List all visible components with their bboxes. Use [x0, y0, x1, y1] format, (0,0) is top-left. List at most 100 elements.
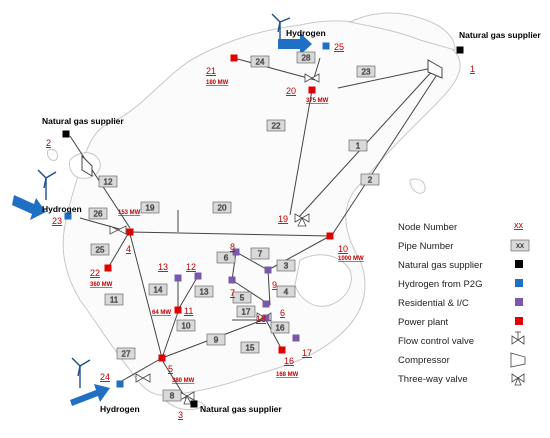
node-marker-12 [194, 272, 202, 280]
node-marker-7 [228, 276, 236, 284]
pipe-line-11 [129, 233, 163, 359]
node-number-6: 6 [280, 308, 285, 318]
legend-sample: xx [514, 220, 524, 230]
pipe-line-22 [289, 89, 313, 216]
node-number-9: 9 [272, 280, 277, 290]
ng-supplier-2-label: Natural gas supplier [42, 116, 124, 126]
node-capacity-20: 375 MW [306, 98, 329, 104]
pipe-number: 3 [284, 262, 289, 271]
flow-control-valve-icon [304, 73, 320, 83]
legend-item-supplier: Natural gas supplier [398, 260, 523, 271]
pipe-line-7 [235, 251, 269, 271]
pipe-number: 28 [302, 54, 311, 63]
pipe-number: 15 [246, 344, 255, 353]
node-number-23: 23 [52, 216, 62, 226]
three-way-valve-icon [511, 373, 525, 386]
compressor-icon [510, 352, 526, 368]
pipe-number: 4 [284, 288, 289, 297]
hydrogen-arrow-icon [12, 195, 46, 220]
node-number-21: 21 [206, 66, 216, 76]
node-marker-18 [262, 314, 270, 322]
pipe-number: 14 [154, 286, 163, 295]
legend-swatch [515, 317, 523, 325]
pipe-number: 16 [276, 324, 285, 333]
legend-swatch [515, 260, 523, 268]
node-capacity-11: 64 MW [152, 310, 171, 316]
node-number-1: 1 [470, 64, 475, 74]
flow-control-valve-icon [135, 373, 151, 383]
pipe-number: 19 [146, 204, 155, 213]
node-number-11: 11 [184, 306, 193, 316]
node-marker-1 [456, 46, 464, 54]
pipe-line-28 [313, 57, 321, 79]
pipe-number: 20 [218, 204, 227, 213]
legend-item-threeway: Three-way valve [398, 373, 525, 386]
node-marker-25 [322, 42, 330, 50]
pipe-box: 6 [216, 251, 236, 264]
pipe-box: 22 [266, 119, 286, 132]
pipe-line-6 [231, 251, 237, 281]
pipe-box: 14 [148, 283, 168, 296]
node-markers [62, 42, 464, 408]
node-capacity-21: 180 MW [206, 80, 229, 86]
legend-label: Flow control valve [398, 336, 474, 347]
node-number-25: 25 [334, 42, 344, 52]
pipe-box: 16 [270, 321, 290, 334]
pipe-box: 7 [250, 247, 270, 260]
legend-label: Pipe Number [398, 241, 453, 252]
pipe-number: 27 [122, 350, 131, 359]
pipe-box: 11 [104, 293, 124, 306]
pipe-line-10 [161, 311, 179, 359]
site-labels: Natural gas supplier Natural gas supplie… [42, 28, 541, 414]
pipe-box: 26 [88, 207, 108, 220]
legend-item-valve: Flow control valve [398, 331, 525, 347]
pipe-box: 10 [176, 319, 196, 332]
pipe-line-13 [177, 275, 199, 311]
node-number-19: 19 [278, 214, 288, 224]
node-marker-3 [190, 400, 198, 408]
node-marker-17 [292, 334, 300, 342]
node-marker-2 [62, 130, 70, 138]
pipe-number: 7 [258, 250, 263, 259]
node-capacity-5: 380 MW [172, 378, 195, 384]
compressor-icon [81, 154, 93, 177]
pipe-number: 25 [96, 246, 105, 255]
node-number-17: 17 [302, 348, 312, 358]
node-marker-4 [126, 228, 134, 236]
ng-supplier-3-label: Natural gas supplier [200, 404, 282, 414]
pipe-box: 2 [360, 173, 380, 186]
node-marker-20 [308, 86, 316, 94]
pipe-box: 19 [140, 201, 160, 214]
node-number-22: 22 [90, 268, 100, 278]
wind-turbine-icon [71, 357, 91, 388]
legend-label: Natural gas supplier [398, 260, 483, 271]
pipe-box: 27 [116, 347, 136, 360]
pipe-number: 23 [362, 68, 371, 77]
legend-label: Three-way valve [398, 374, 468, 385]
pipe-number: 8 [170, 392, 175, 401]
pipe-line-19-20 [129, 231, 331, 237]
hydrogen-24-label: Hydrogen [100, 404, 140, 414]
hydrogen-23-label: Hydrogen [42, 204, 82, 214]
node-number-3: 3 [178, 410, 183, 420]
hydrogen-arrows [12, 33, 312, 406]
node-number-4: 4 [126, 244, 131, 254]
node-marker-24 [116, 380, 124, 388]
pipe-number: 26 [94, 210, 103, 219]
node-marker-10 [326, 232, 334, 240]
flow-control-valves [109, 73, 320, 383]
node-marker-6 [262, 300, 270, 308]
pipe-number: 12 [104, 178, 113, 187]
pipe-number: 1 [356, 142, 361, 151]
node-capacity-10: 1000 MW [338, 256, 364, 262]
pipe-line-2 [331, 69, 441, 236]
pipe-number: 10 [182, 322, 191, 331]
pipe-number: 17 [242, 308, 251, 317]
legend-item-power: Power plant [398, 317, 523, 328]
pipe-box: 1 [348, 139, 368, 152]
pipe-box: 17 [236, 305, 256, 318]
node-number-24: 24 [100, 372, 110, 382]
